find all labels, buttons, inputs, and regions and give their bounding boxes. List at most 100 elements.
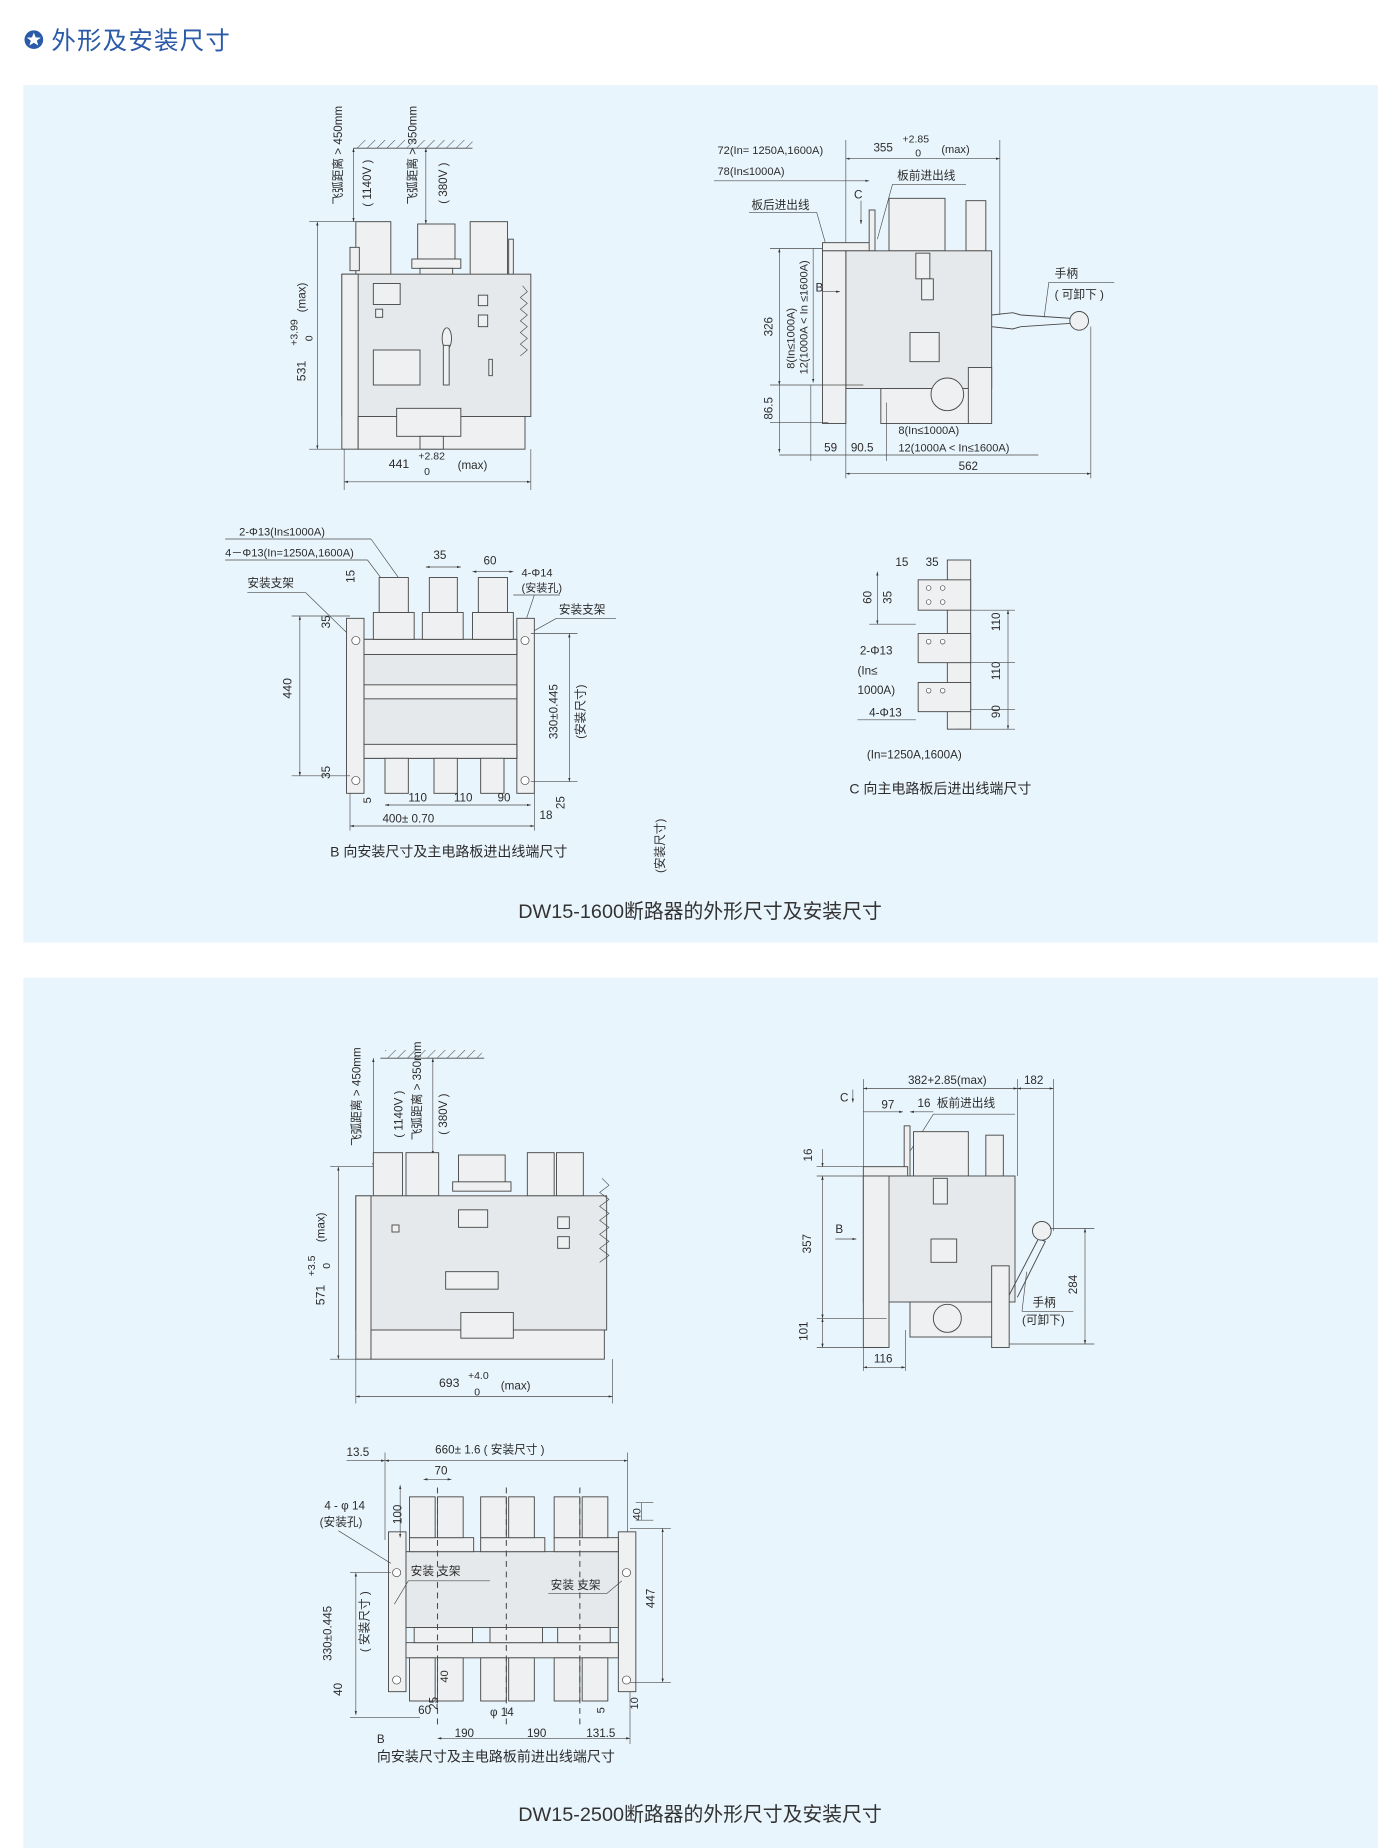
front-view-2500-rect-part bbox=[355, 1195, 372, 1360]
terminal-pairs-bottom-rect-part bbox=[581, 1657, 609, 1702]
dimension-label-panel-1600-b-view-bracket-right: 安装支架 bbox=[559, 603, 606, 617]
section-header: 外形及安装尺寸 bbox=[24, 26, 230, 55]
dimension-label-panel-2500-side-handle-removable: (可卸下) bbox=[1022, 1313, 1065, 1327]
dimension-label-panel-1600-side-depth-tol-lower: 0 bbox=[915, 147, 921, 159]
dimension-label-panel-2500-front-width-tol-lower: 0 bbox=[474, 1386, 480, 1398]
side-view-1600-line-part bbox=[877, 184, 893, 240]
side-view-1600-line-part bbox=[1043, 282, 1050, 318]
b-view-1600-rect-part bbox=[480, 757, 505, 794]
dimension-label-panel-1600-side-b59: 59 bbox=[824, 442, 837, 455]
dimension-label-panel-1600-b-view-d18: 18 bbox=[540, 809, 553, 822]
b-view-2500-rect-part bbox=[553, 1537, 619, 1553]
star-icon-glyph bbox=[26, 32, 41, 46]
dimension-label-panel-2500-b-view-d10: 10 bbox=[629, 1697, 641, 1709]
b-view-1600-rect-part bbox=[421, 612, 464, 640]
c-view-1600-rect-part bbox=[917, 579, 972, 611]
caption-panel-1600-caption: DW15-1600断路器的外形尺寸及安装尺寸 bbox=[518, 901, 882, 923]
dimension-label-panel-1600-c-view-d15: 15 bbox=[895, 556, 908, 569]
b-view-1600-rect-part bbox=[378, 577, 409, 613]
dimension-label-panel-2500-b-view-view-b: B bbox=[377, 1733, 385, 1746]
front-view-1600-rect-part bbox=[477, 314, 489, 328]
dimension-label-panel-1600-b-view-d35-bottom: 35 bbox=[320, 766, 333, 779]
dimension-label-panel-1600-b-view-mount-h: 330±0.445 bbox=[548, 684, 561, 739]
side-view-1600-rect-part bbox=[822, 250, 847, 424]
terminal-pairs-top-rect-part bbox=[553, 1496, 581, 1539]
dimension-label-panel-2500-front-height: 571 bbox=[313, 1285, 327, 1306]
front-view-2500-polyline-part bbox=[599, 1178, 610, 1263]
front-view-2500-rect-part bbox=[391, 1224, 400, 1233]
c-view-1600-circle-part bbox=[939, 638, 946, 645]
c-view-1600-circle-part bbox=[939, 687, 946, 694]
side-view-1600-rect-part bbox=[967, 367, 993, 424]
dimension-label-panel-2500-front-width-max: (max) bbox=[501, 1380, 531, 1393]
dimension-label-panel-1600-front-height-tol-upper: +3.99 bbox=[289, 319, 301, 346]
dimension-label-panel-1600-front-clearance-1140: 飞弧距离 > 450mm bbox=[331, 106, 345, 205]
dimension-label-panel-1600-b-view-d35-top: 35 bbox=[320, 615, 333, 628]
caption-panel-2500-b-view-caption: 向安装尺寸及主电路板前进出线端尺寸 bbox=[377, 1749, 615, 1765]
dimension-label-panel-1600-front-width-max: (max) bbox=[458, 459, 488, 472]
front-view-1600-rect-part bbox=[488, 358, 493, 377]
b-view-1600-line-part bbox=[305, 592, 351, 637]
dimension-label-panel-1600-side-handle-removable: ( 可卸下 ) bbox=[1055, 288, 1104, 302]
side-view-2500 bbox=[816, 1079, 1095, 1371]
b-view-1600-line-part bbox=[370, 538, 403, 584]
dimension-label-panel-1600-c-view-d60: 60 bbox=[862, 590, 875, 603]
terminal-pairs-top-rect-part bbox=[437, 1496, 464, 1539]
dimension-label-panel-2500-b-view-d190b: 190 bbox=[527, 1727, 547, 1740]
b-view-2500-rect-part bbox=[388, 1531, 407, 1693]
dimension-label-panel-2500-b-view-hole: 4 - φ 14 bbox=[324, 1500, 365, 1513]
b-view-2500-rect-part bbox=[489, 1627, 543, 1644]
dimension-label-panel-1600-front-height-max: (max) bbox=[296, 282, 309, 312]
dimension-label-panel-1600-side-h-8: 8(In≤1000A) bbox=[786, 308, 798, 369]
dimension-label-panel-2500-side-view-b: B bbox=[835, 1223, 843, 1236]
dimension-label-panel-1600-c-view-hole-note-2: 1000A) bbox=[858, 684, 896, 697]
side-view-1600-rect-part bbox=[888, 197, 946, 252]
dimension-label-panel-1600-side-b12: 12(1000A < In≤1600A) bbox=[898, 443, 1009, 455]
terminal-pairs-bottom-rect-part bbox=[480, 1657, 507, 1702]
terminal-pairs-top bbox=[409, 1496, 609, 1539]
dimension-label-panel-1600-c-view-hole-2-13: 2-Φ13 bbox=[860, 645, 893, 658]
dimension-label-panel-2500-b-view-hole-14: φ 14 bbox=[490, 1706, 514, 1719]
side-view-2500-circle-part bbox=[1032, 1221, 1052, 1241]
dimension-label-panel-1600-side-depth: 355 bbox=[873, 142, 892, 155]
front-view-2500-rect-part bbox=[445, 1271, 499, 1290]
dimension-label-panel-1600-front-width-tol-lower: 0 bbox=[424, 466, 430, 478]
side-view-2500-line-part bbox=[1021, 1271, 1027, 1312]
side-view-1600-path-part bbox=[991, 312, 1074, 319]
panel-dw15-1600 bbox=[23, 85, 1378, 943]
c-view-1600-rect-part bbox=[917, 633, 972, 664]
terminal-pairs-bottom-rect-part bbox=[553, 1657, 581, 1702]
dimension-label-panel-2500-side-h101: 101 bbox=[797, 1321, 810, 1340]
dimension-label-panel-2500-side-depth: 382+2.85(max) bbox=[908, 1074, 987, 1087]
front-view-1600-rect-part bbox=[411, 258, 462, 269]
dimension-label-panel-2500-side-handle: 手柄 bbox=[1033, 1296, 1057, 1310]
side-view-2500-rect-part bbox=[930, 1238, 958, 1263]
side-view-1600-circle-part bbox=[930, 377, 965, 412]
dimension-label-panel-1600-c-view-d35v: 35 bbox=[881, 591, 894, 604]
side-view-1600-line-part bbox=[816, 212, 827, 246]
side-view-1600-rect-part bbox=[915, 252, 931, 280]
b-view-1600-rect-part bbox=[428, 577, 458, 613]
dimension-label-panel-1600-side-depth-max: (max) bbox=[941, 144, 969, 156]
side-view-1600 bbox=[714, 140, 1115, 479]
front-view-1600-rect-part bbox=[477, 294, 489, 307]
b-view-1600-rect-part bbox=[433, 757, 458, 794]
dimension-label-panel-1600-b-view-stray-note: (安装尺寸) bbox=[653, 819, 667, 874]
dimension-label-panel-2500-b-view-d70: 70 bbox=[435, 1465, 448, 1478]
dimension-label-panel-1600-side-b8: 8(In≤1000A) bbox=[898, 425, 959, 437]
dimension-label-panel-2500-front-height-tol-upper: +3.5 bbox=[306, 1255, 318, 1276]
dimension-label-panel-2500-side-d16: 16 bbox=[918, 1097, 931, 1110]
dimension-labels: 飞弧距离 > 450mm( 1140V )飞弧距离 > 350mm( 380V … bbox=[225, 106, 1104, 1826]
dimension-label-panel-1600-c-view-d90: 90 bbox=[990, 705, 1003, 718]
dimension-label-panel-2500-b-view-mount-note: ( 安装尺寸 ) bbox=[358, 1591, 372, 1652]
front-view-1600-rect-part bbox=[341, 273, 532, 417]
b-view-2500-circle-part bbox=[622, 1675, 631, 1685]
dimension-label-panel-2500-b-view-d5: 5 bbox=[595, 1707, 607, 1713]
dimension-label-panel-2500-b-view-d40-mid: 40 bbox=[439, 1670, 451, 1682]
dimension-label-panel-2500-side-h16: 16 bbox=[802, 1149, 815, 1162]
side-view-2500-rect-part bbox=[913, 1131, 969, 1177]
front-view-2500-rect-part bbox=[557, 1236, 570, 1249]
side-view-2500-rect-part bbox=[985, 1134, 1004, 1177]
terminal-pairs-bottom bbox=[409, 1657, 609, 1702]
side-view-1600-rect-part bbox=[822, 242, 872, 252]
